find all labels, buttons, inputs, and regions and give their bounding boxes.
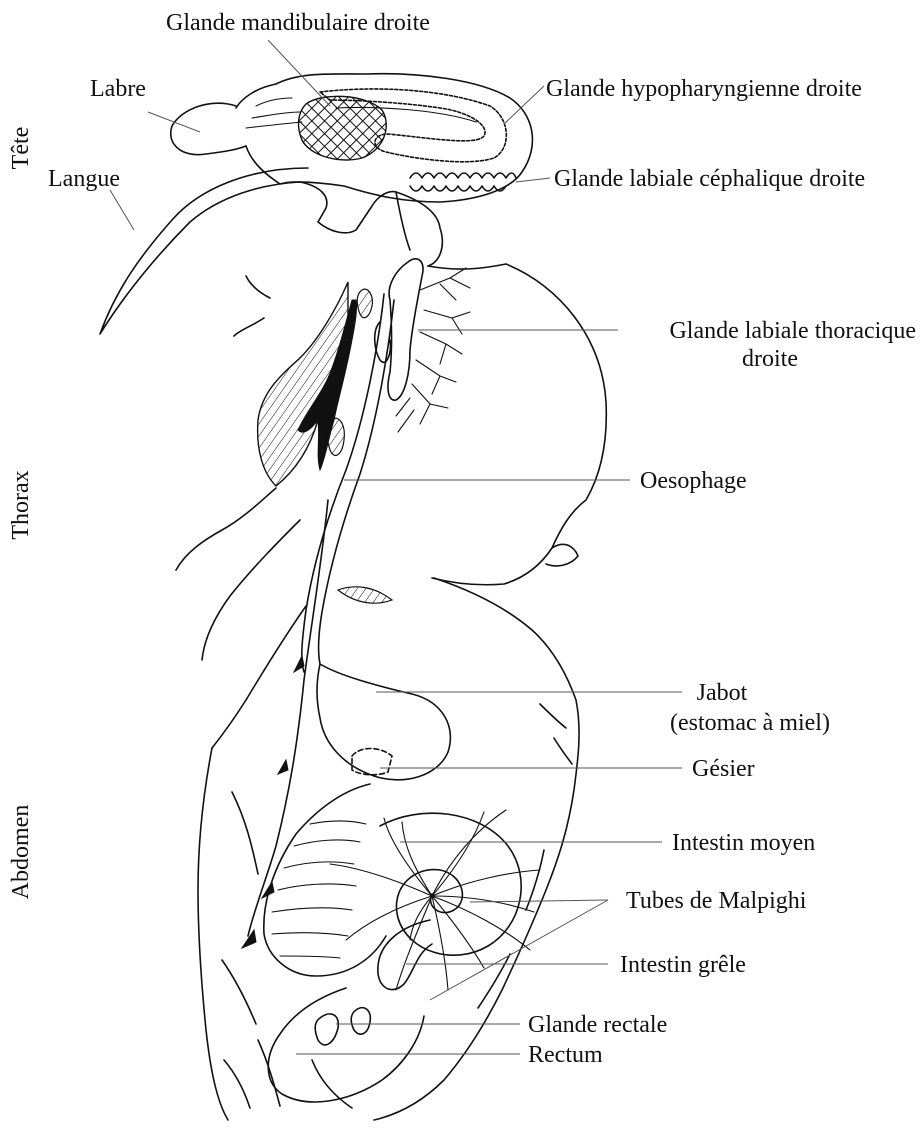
label-crop-2: (estomac à miel) xyxy=(670,710,830,736)
label-tongue: Langue xyxy=(48,166,120,192)
label-rectal-gland: Glande rectale xyxy=(528,1012,667,1038)
midgut-rings xyxy=(272,821,366,958)
abdomen-outline-left xyxy=(198,748,228,1120)
cephalic-labial-gland xyxy=(410,173,516,178)
label-midgut: Intestin moyen xyxy=(672,830,815,856)
label-labrum: Labre xyxy=(90,76,146,102)
head-structures xyxy=(100,74,532,334)
crop xyxy=(317,664,450,780)
section-abdomen-label: Abdomen xyxy=(8,805,34,900)
label-thoracic-labial-gland-1: Glande labiale thoracique xyxy=(669,318,916,344)
label-gizzard: Gésier xyxy=(692,756,755,782)
label-crop-1: Jabot xyxy=(697,680,748,706)
gizzard xyxy=(352,749,392,775)
intestine-spiral xyxy=(380,813,521,955)
rectal-gland xyxy=(315,1014,338,1045)
section-head-label: Tête xyxy=(8,127,34,170)
rectum xyxy=(268,988,424,1102)
label-thoracic-labial-gland-2: droite xyxy=(742,346,798,372)
thoracic-labial-gland xyxy=(388,259,423,400)
thorax-outline xyxy=(428,264,606,585)
label-mandibular-gland: Glande mandibulaire droite xyxy=(166,10,430,36)
tongue xyxy=(100,168,308,334)
labrum-shape xyxy=(171,103,246,154)
abdomen-outline-right xyxy=(374,578,579,1120)
label-cephalic-labial-gland: Glande labiale céphalique droite xyxy=(554,166,865,192)
midgut xyxy=(264,784,386,976)
thorax-structures xyxy=(176,192,606,948)
section-thorax-label: Thorax xyxy=(8,470,34,539)
label-rectum: Rectum xyxy=(528,1042,603,1068)
label-small-intestine: Intestin grêle xyxy=(620,952,746,978)
small-intestine xyxy=(378,920,432,990)
mandibular-gland xyxy=(299,96,387,160)
label-hypopharyngeal-gland: Glande hypopharyngienne droite xyxy=(546,76,862,102)
abdomen-structures xyxy=(198,578,579,1120)
label-oesophagus: Oesophage xyxy=(640,468,747,494)
label-malpighian-tubules: Tubes de Malpighi xyxy=(626,888,807,914)
